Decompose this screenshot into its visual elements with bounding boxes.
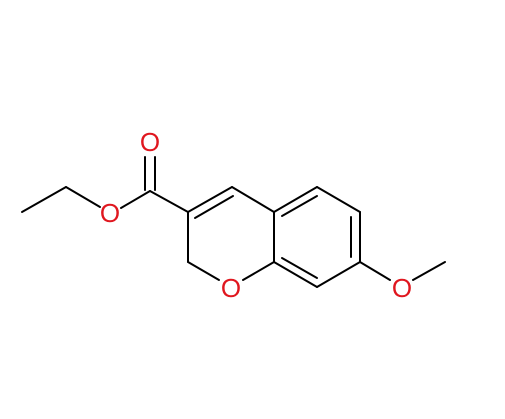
bond-c4a-c5: [273, 186, 318, 213]
bond-ring-o-c8a: [242, 261, 275, 281]
bond-carbonyl-c-c3: [149, 190, 189, 213]
bond-c8-c8a-inner: [281, 257, 318, 279]
bond-c8-c8a: [273, 261, 318, 288]
bond-c3-c4-inner: [194, 195, 234, 219]
bond-ethyl-ch2-o: [65, 186, 101, 208]
bond-c2-ring-o: [187, 261, 220, 281]
ring-oxygen-label: O: [221, 273, 241, 303]
ester-oxygen-label: O: [100, 198, 120, 228]
bond-methoxy-o-ch3: [412, 261, 446, 281]
bond-ethyl-ch3-ch2: [21, 186, 67, 213]
bond-c7-c8: [316, 261, 361, 288]
bond-c4-c4a: [231, 186, 275, 213]
bond-c3-c4: [187, 186, 233, 213]
bond-ester-o-carbonyl-c: [120, 190, 151, 209]
bond-c7-methoxy-o: [359, 261, 391, 281]
bond-c4a-c5-inner: [281, 195, 318, 217]
methoxy-oxygen-label: O: [392, 273, 412, 303]
bond-c5-c6: [316, 186, 361, 213]
carbonyl-oxygen-label: O: [140, 127, 160, 157]
